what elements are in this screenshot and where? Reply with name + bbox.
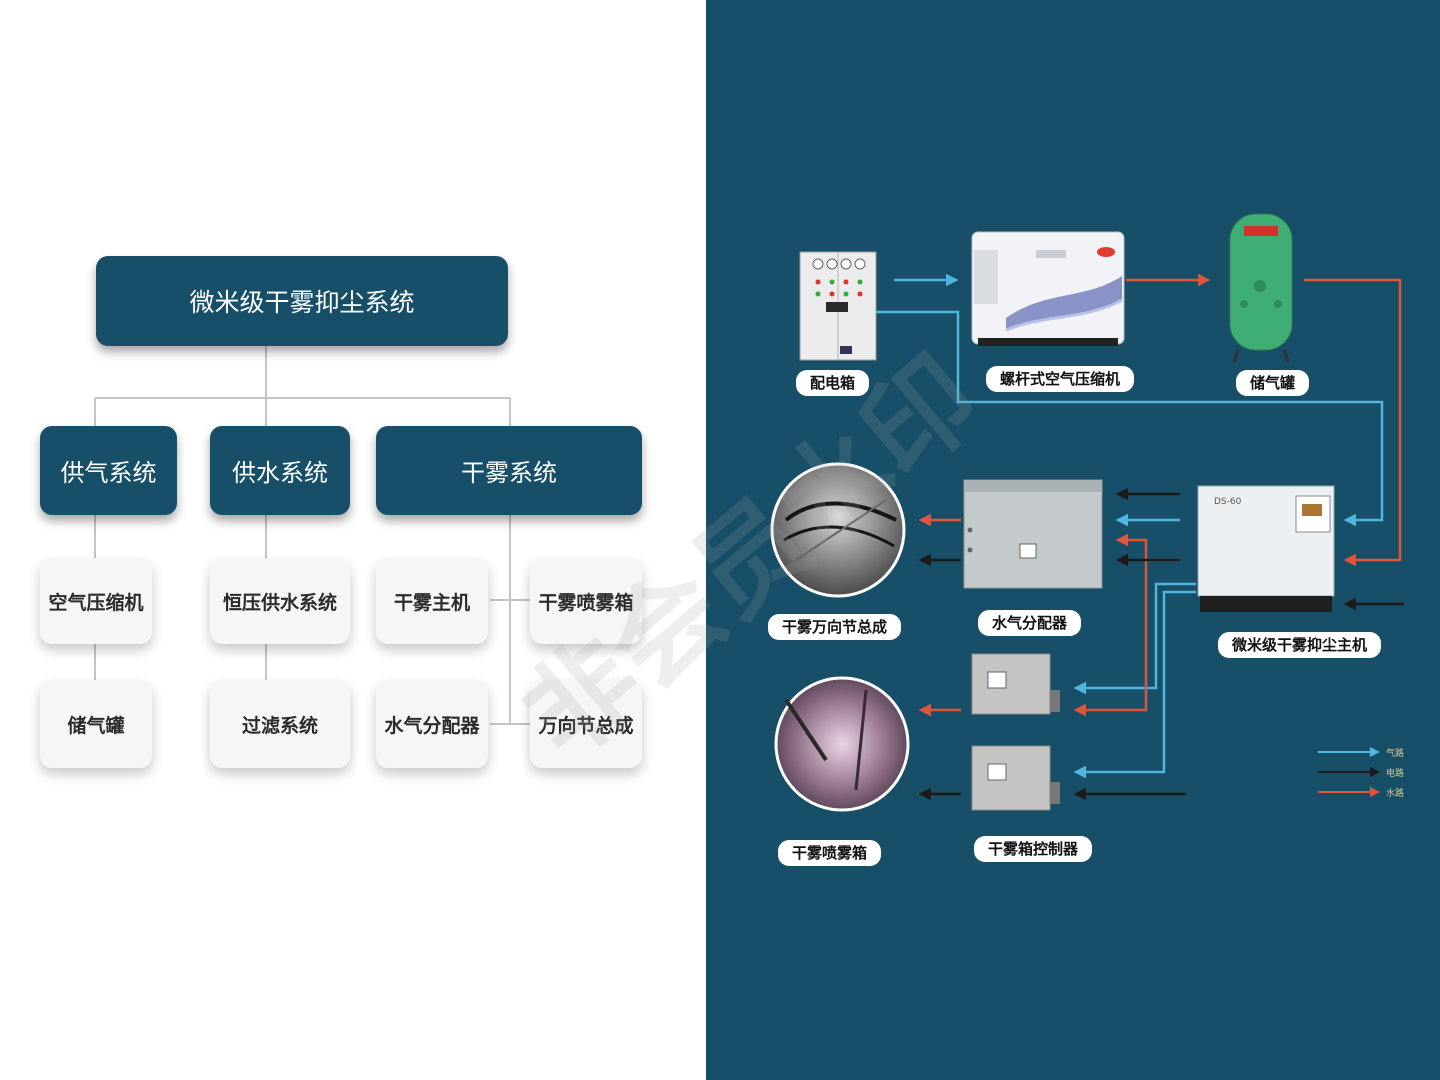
- leaf-label: 干雾主机: [393, 591, 470, 614]
- label-main-unit: 微米级干雾抑尘主机: [1218, 632, 1382, 658]
- leaf-label: 空气压缩机: [48, 591, 144, 614]
- category-air-supply: 供气系统: [40, 426, 177, 515]
- label-spray-box: 干雾喷雾箱: [778, 840, 882, 866]
- power-box-image: [799, 251, 877, 361]
- universal-joint-image: [770, 462, 906, 598]
- controller-image-bottom: [971, 745, 1060, 811]
- label-universal-joint: 干雾万向节总成: [768, 614, 902, 640]
- flow-diagram: DS-60: [770, 213, 1404, 812]
- leaf-universal-joint: 万向节总成: [530, 680, 642, 768]
- leaf-water-air-distributor: 水气分配器: [376, 680, 488, 768]
- leaf-label: 过滤系统: [241, 714, 318, 737]
- label-power-box: 配电箱: [796, 370, 870, 396]
- main-unit-plate: DS-60: [1214, 497, 1242, 507]
- root-label: 微米级干雾抑尘系统: [189, 288, 415, 317]
- leaf-dry-fog-host: 干雾主机: [376, 558, 488, 644]
- leaf-dry-fog-spray-box: 干雾喷雾箱: [530, 558, 642, 644]
- legend-air: 气路: [1386, 749, 1405, 759]
- leaf-constant-pressure-water: 恒压供水系统: [210, 558, 350, 644]
- label-controller: 干雾箱控制器: [974, 836, 1093, 862]
- leaf-air-compressor: 空气压缩机: [40, 558, 152, 644]
- category-water-supply: 供水系统: [210, 426, 350, 515]
- hierarchy-panel: 微米级干雾抑尘系统 供气系统 供水系统 干雾系统 空气压缩机 储气罐 恒压供水系…: [0, 0, 706, 1080]
- category-label: 供水系统: [232, 459, 328, 487]
- leaf-label: 储气罐: [67, 714, 125, 737]
- distributor-image: [963, 479, 1103, 589]
- category-dry-fog: 干雾系统: [376, 426, 642, 515]
- root-node: 微米级干雾抑尘系统: [96, 256, 508, 346]
- leaf-label: 水气分配器: [384, 714, 480, 737]
- leaf-air-tank: 储气罐: [40, 680, 152, 768]
- legend-water: 水路: [1386, 789, 1405, 799]
- legend-electric: 电路: [1386, 769, 1405, 779]
- leaf-label: 恒压供水系统: [222, 591, 337, 614]
- label-distributor: 水气分配器: [978, 610, 1082, 636]
- label-compressor: 螺杆式空气压缩机: [986, 366, 1135, 392]
- controller-image-top: [971, 653, 1060, 715]
- equipment-flow-panel: DS-60 配电箱 螺杆式空气压缩机 储气罐 干雾万向节总成: [706, 0, 1440, 1080]
- label-air-tank: 储气罐: [1236, 370, 1310, 396]
- spray-box-image: [774, 676, 910, 812]
- leaf-label: 万向节总成: [538, 714, 634, 737]
- category-label: 干雾系统: [461, 459, 557, 487]
- leaf-filter-system: 过滤系统: [210, 680, 350, 768]
- air-tank-image: [1229, 213, 1293, 363]
- main-unit-image: DS-60: [1197, 485, 1335, 612]
- leaf-label: 干雾喷雾箱: [538, 591, 634, 614]
- compressor-image: [971, 231, 1125, 346]
- hierarchy-connectors: [94, 346, 530, 725]
- category-label: 供气系统: [60, 459, 157, 487]
